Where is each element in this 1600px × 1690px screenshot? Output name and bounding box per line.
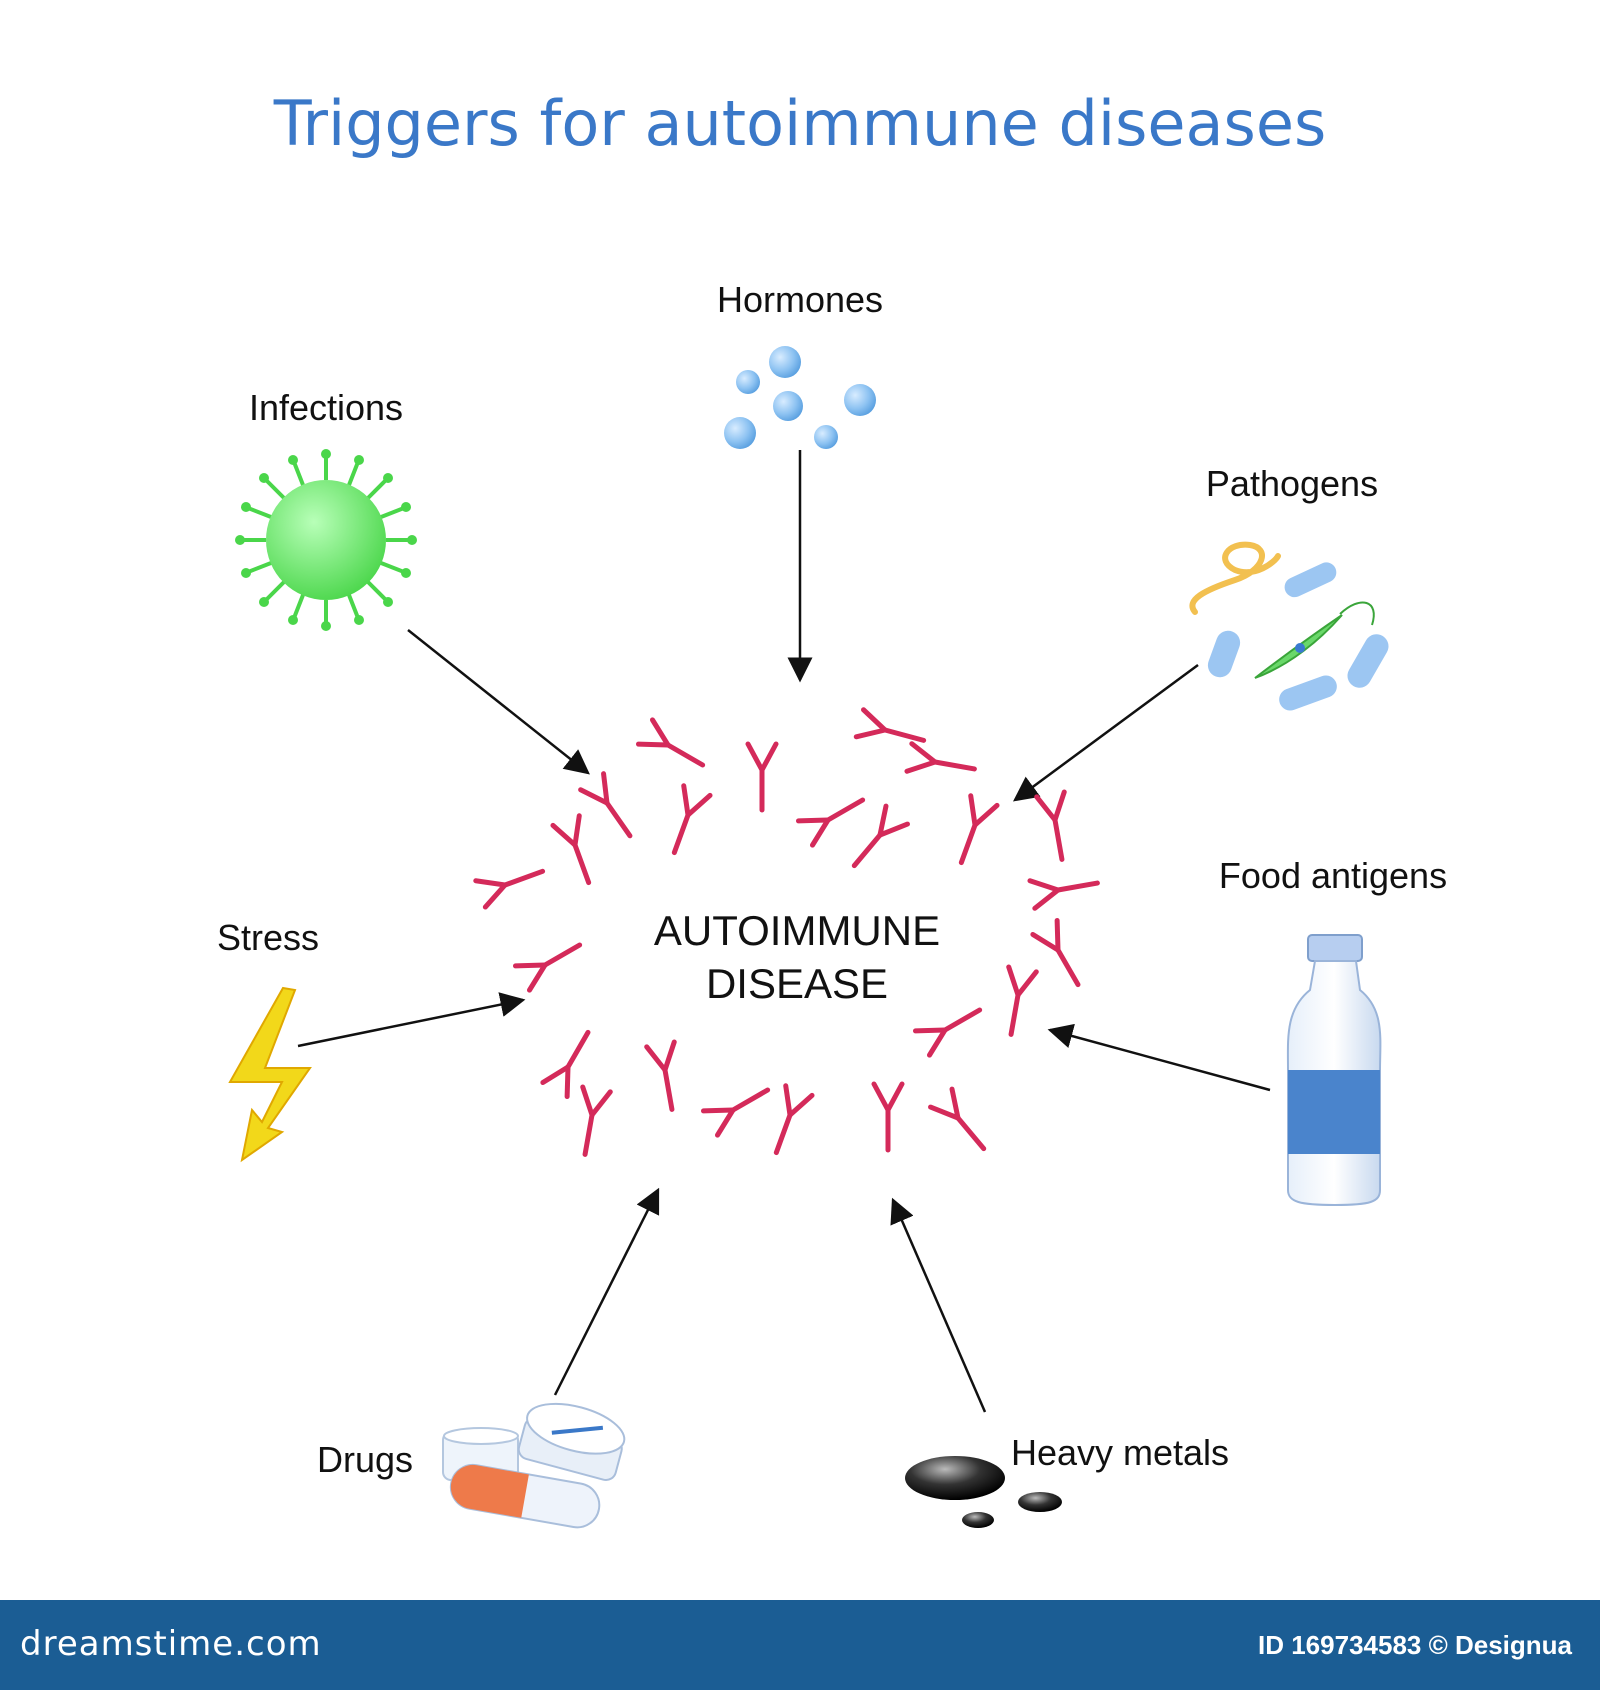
stress-label: Stress <box>217 917 319 958</box>
arrow-food <box>1047 1023 1271 1092</box>
hormones-label: Hormones <box>717 279 883 320</box>
center-label-line2: DISEASE <box>706 960 888 1007</box>
heavy-metal-drops-icon <box>905 1456 1062 1528</box>
antibody <box>997 967 1036 1037</box>
antibody <box>1033 920 1090 991</box>
arrow-drugs <box>553 1187 660 1396</box>
antibody <box>647 1042 686 1112</box>
antibody <box>515 933 586 990</box>
antibody <box>948 796 997 868</box>
antibody <box>931 1089 995 1158</box>
heavy-metals-label: Heavy metals <box>1011 1432 1229 1473</box>
antibody <box>763 1086 812 1158</box>
antibody <box>844 806 908 875</box>
footer-image-id: ID 169734583 © Designua <box>1258 1630 1572 1660</box>
footer-bar: dreamstime.com ID 169734583 © Designua <box>0 1600 1600 1690</box>
arrow-stress <box>297 992 526 1048</box>
arrow-heavy-metals <box>890 1197 987 1413</box>
milk-bottle-icon <box>1286 934 1382 1207</box>
antibody <box>874 1084 902 1150</box>
center-label-line1: AUTOIMMUNE <box>654 907 940 954</box>
food-antigens-label: Food antigens <box>1219 855 1447 896</box>
antibody <box>581 774 642 844</box>
pathogens-label: Pathogens <box>1206 463 1378 504</box>
lightning-bolt-icon <box>228 986 312 1163</box>
arrow-infections <box>407 629 590 775</box>
footer-logo[interactable]: dreamstime.com <box>20 1624 322 1664</box>
antibody <box>476 858 548 907</box>
drugs-label: Drugs <box>317 1439 413 1480</box>
hormone-bubbles-icon <box>724 346 876 449</box>
page-title: Triggers for autoimmune diseases <box>273 87 1327 160</box>
antibody <box>748 744 776 810</box>
antibody <box>798 788 869 845</box>
antibody <box>553 816 602 888</box>
antibody <box>703 1078 774 1135</box>
antibody <box>571 1087 610 1157</box>
antibody <box>1030 869 1100 908</box>
arrow-pathogens <box>1012 663 1199 802</box>
diagram-canvas: Triggers for autoimmune diseases Hormone… <box>217 87 1447 1529</box>
virus-icon <box>235 449 417 631</box>
antibody <box>543 1025 600 1096</box>
antibody <box>638 720 709 777</box>
pills-icon <box>442 1402 626 1529</box>
antibody <box>661 786 710 858</box>
antibody <box>1037 792 1076 862</box>
antibody <box>907 744 977 783</box>
antibody <box>915 998 986 1055</box>
pathogens-icon <box>1189 541 1389 711</box>
infections-label: Infections <box>249 387 403 428</box>
